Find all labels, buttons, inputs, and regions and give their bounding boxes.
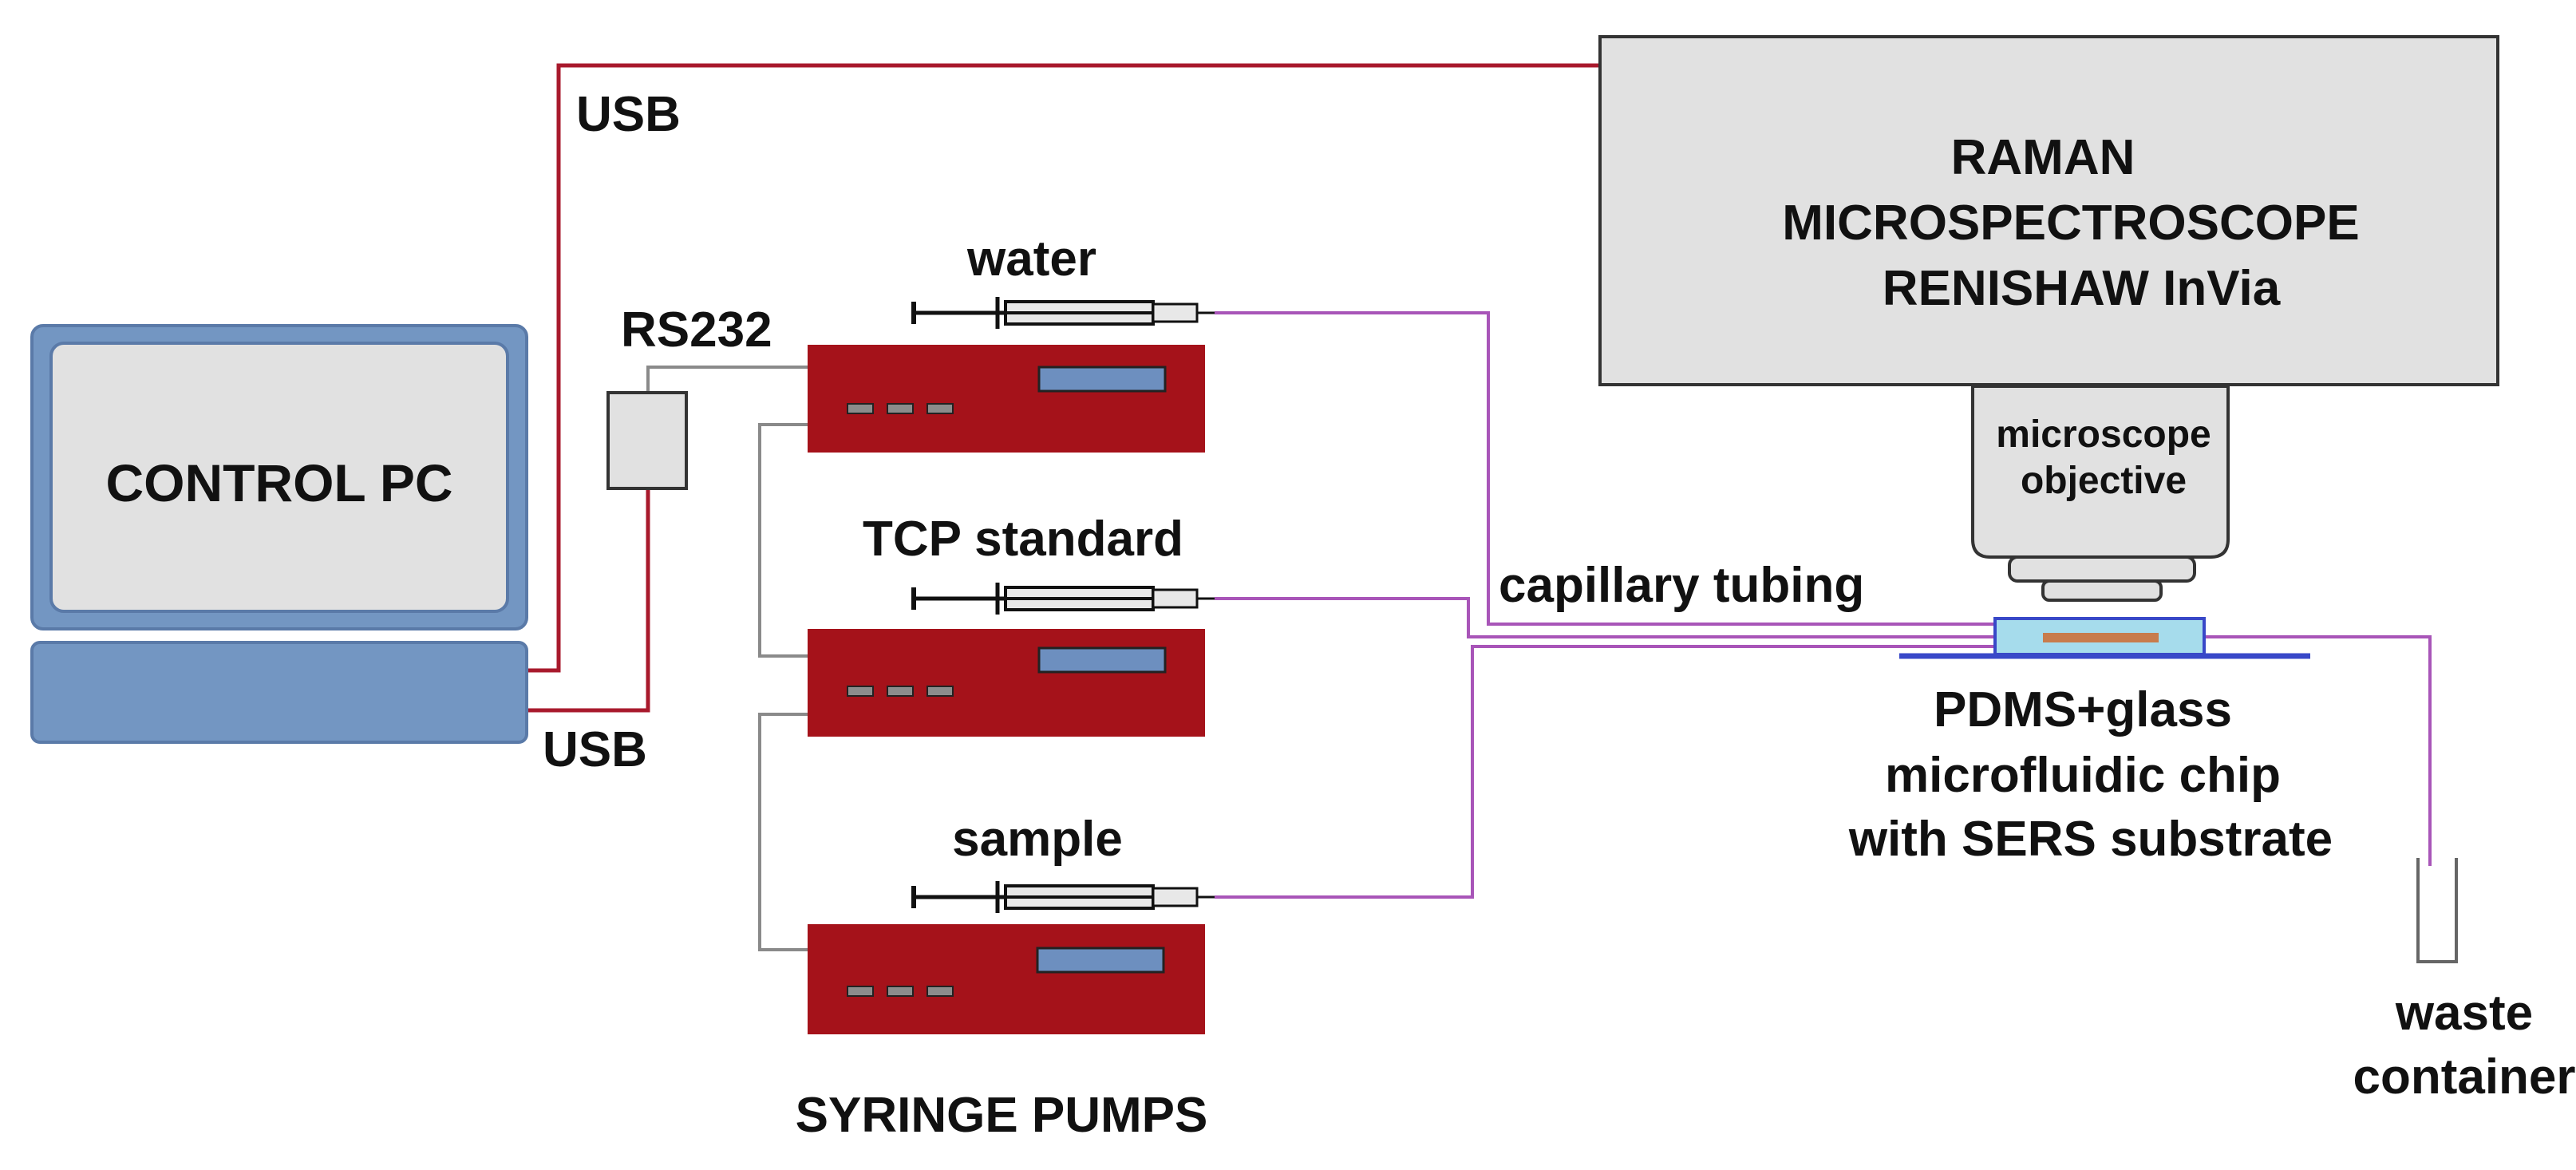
syringe-pump-sample: sample [808, 812, 1215, 1034]
usb-label-top: USB [576, 87, 681, 142]
microfluidic-chip [1899, 617, 2310, 659]
microscope-objective: microscope objective [1971, 385, 2230, 602]
rs232-cable-pump2-pump3 [758, 713, 808, 951]
syringe-pump-tcp-standard: TCP standard [808, 512, 1215, 737]
chip-label-line2: microfluidic chip [1885, 748, 2281, 803]
objective-ring [2008, 555, 2196, 583]
syringe [911, 881, 1215, 913]
pump-button [887, 986, 914, 997]
tubing-tcp [1215, 597, 1995, 638]
pump-button [887, 686, 914, 697]
raman-box [1598, 35, 2499, 386]
chip-label-line3: with SERS substrate [1848, 812, 2333, 867]
objective-body [1971, 385, 2230, 559]
usb-cable-top [527, 63, 1600, 673]
pump-button [887, 403, 914, 414]
pump-button [926, 403, 954, 414]
syringe [911, 583, 1215, 615]
raman-title-line1: RAMAN [1951, 130, 2135, 185]
syringe-label-water: water [966, 231, 1096, 287]
raman-microspectroscope: RAMAN MICROSPECTROSCOPE RENISHAW InVia [1598, 35, 2499, 386]
waste-label-line1: waste [2395, 986, 2533, 1041]
pump-button [847, 686, 874, 697]
pump-body [808, 924, 1205, 1034]
capillary-tubing-label: capillary tubing [1499, 558, 1864, 613]
rs232-cable-pump1-pump2 [758, 423, 808, 658]
control-pc-label: CONTROL PC [105, 453, 452, 512]
pump-display [1037, 366, 1167, 393]
objective-tip [2041, 579, 2163, 602]
pump-button [926, 686, 954, 697]
syringe-pump-water: water [808, 231, 1215, 453]
raman-title-line3: RENISHAW InVia [1883, 261, 2281, 316]
objective-label-line1: microscope [1996, 413, 2211, 456]
pump-button [926, 986, 954, 997]
chip-sers-substrate [2043, 633, 2159, 642]
syringe-label-tcp-standard: TCP standard [863, 512, 1183, 567]
objective-label-line2: objective [2021, 460, 2187, 502]
pc-monitor-screen [49, 342, 509, 613]
rs232-converter-box [606, 391, 688, 490]
syringe-pumps-label: SYRINGE PUMPS [796, 1088, 1208, 1143]
pump-button [847, 403, 874, 414]
waste-container [2416, 858, 2458, 963]
control-pc: CONTROL PC [30, 324, 528, 744]
pump-button [847, 986, 874, 997]
tubing-sample [1215, 645, 1995, 899]
pump-body [808, 629, 1205, 737]
syringe [911, 297, 1215, 329]
raman-title-line2: MICROSPECTROSCOPE [1782, 196, 2359, 251]
chip-label-line1: PDMS+glass [1934, 682, 2232, 737]
syringe-label-sample: sample [952, 812, 1123, 867]
usb-label-bottom: USB [543, 722, 647, 777]
pump-body [808, 345, 1205, 453]
rs232-label: RS232 [621, 302, 772, 358]
pc-base [30, 641, 528, 744]
usb-cable-bottom [527, 488, 650, 713]
rs232-cable-converter [646, 366, 808, 393]
waste-label-line2: container [2353, 1049, 2575, 1105]
pump-display [1037, 646, 1167, 674]
pump-display [1036, 947, 1165, 974]
tubing-water [1215, 311, 1995, 626]
tubing-waste [2183, 635, 2432, 866]
